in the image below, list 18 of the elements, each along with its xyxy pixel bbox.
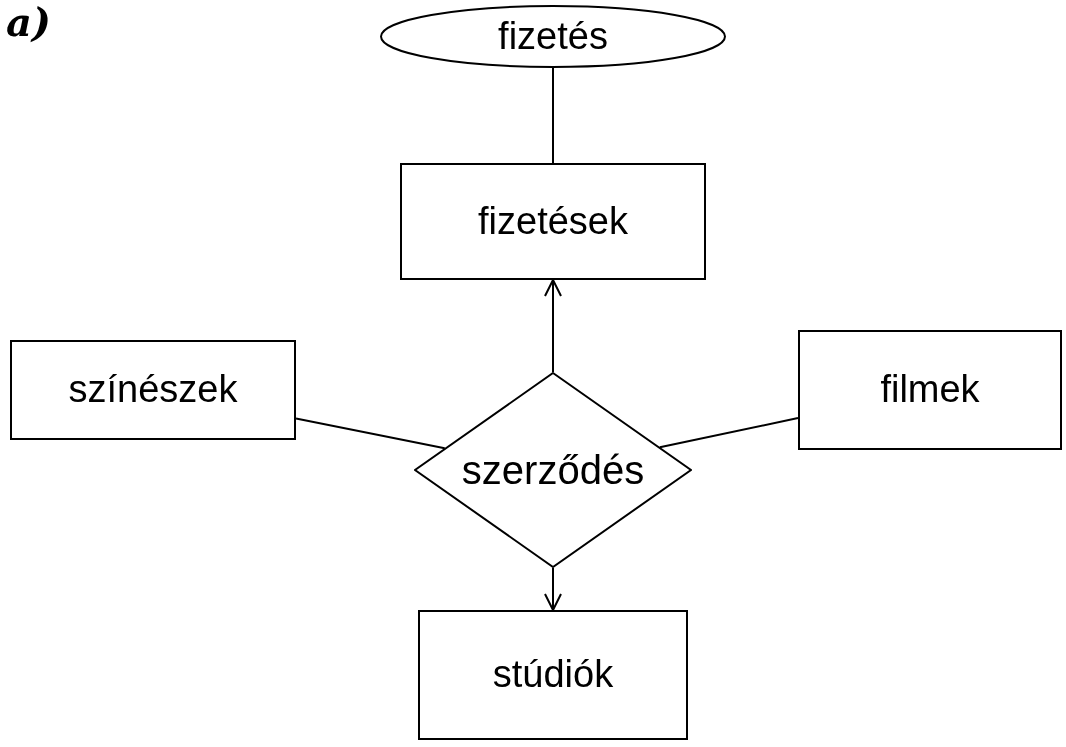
entity-box [798, 330, 1062, 450]
connector-line [295, 417, 446, 450]
connector-line [552, 67, 554, 164]
entity-box [418, 610, 688, 740]
entity-box [10, 340, 296, 440]
connector-line [658, 417, 799, 449]
attribute-ellipse [380, 5, 726, 68]
panel-label: a) [6, 2, 51, 42]
node-label: stúdiók [492, 652, 614, 698]
node-label: fizetések [478, 198, 628, 244]
node-label: szerződés [461, 447, 645, 494]
node-label: színészek [68, 367, 238, 413]
arrow [544, 279, 562, 373]
node-label: filmek [880, 367, 980, 413]
relationship-diamond [414, 372, 692, 568]
entity-box [400, 163, 706, 280]
node-label: fizetés [498, 13, 608, 59]
arrow [544, 567, 562, 611]
